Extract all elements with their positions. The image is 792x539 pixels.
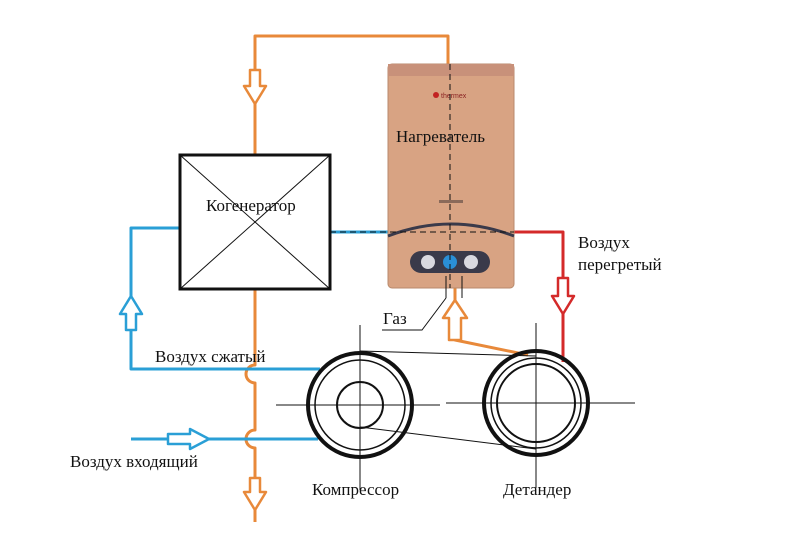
label-heater: Нагреватель <box>396 127 485 146</box>
cogenerator-box <box>178 153 332 291</box>
label-cogenerator: Когенератор <box>206 196 296 215</box>
heater-knob-left <box>421 255 435 269</box>
label-gas: Газ <box>383 309 407 328</box>
arrow-down-top-icon <box>242 68 268 106</box>
arrow-right-blue-icon <box>166 427 211 451</box>
gas-leader-line <box>382 297 447 331</box>
heater-brand-logo: thermex <box>441 93 467 100</box>
arrow-up-blue-icon <box>118 294 144 332</box>
label-compressor: Компрессор <box>312 480 399 499</box>
expander-wheel <box>446 323 635 488</box>
arrow-up-orange-icon <box>441 298 469 342</box>
heater-knob-right <box>464 255 478 269</box>
label-air-hot-2: перегретый <box>578 255 662 274</box>
orange-pipe-to-heater <box>453 288 529 357</box>
label-air-incoming: Воздух входящий <box>70 452 198 471</box>
label-air-compressed: Воздух сжатый <box>155 347 266 366</box>
label-air-hot-1: Воздух <box>578 233 630 252</box>
compressor-wheel <box>276 325 440 490</box>
label-expander: Детандер <box>503 480 571 499</box>
heater-display <box>443 255 457 269</box>
belt-top <box>359 350 537 357</box>
heater-unit: thermex <box>330 63 515 289</box>
arrow-down-bottom-icon <box>242 476 268 512</box>
red-pipe-hot-air <box>514 230 565 362</box>
arrow-down-red-icon <box>550 276 576 316</box>
